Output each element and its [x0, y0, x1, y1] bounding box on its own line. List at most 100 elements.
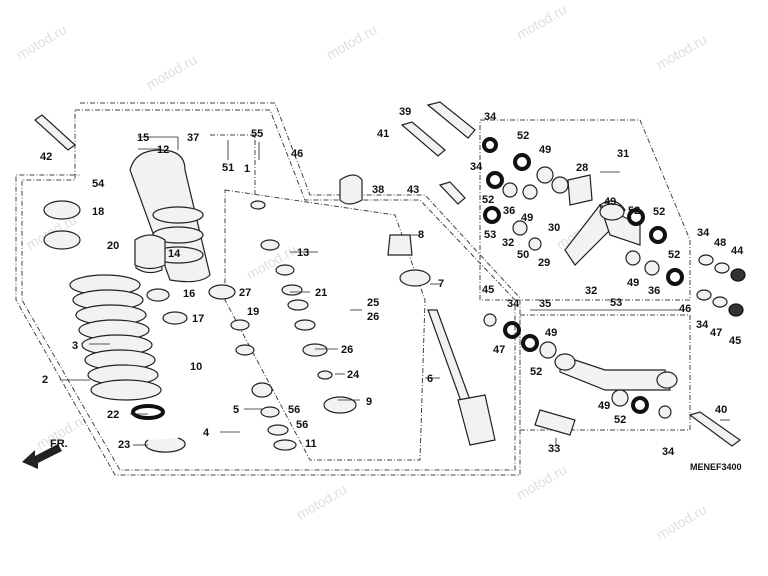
- front-direction-arrow: FR.: [22, 438, 68, 469]
- callout-52-a: 52: [517, 130, 529, 142]
- callout-45-a: 45: [482, 284, 494, 296]
- callout-30: 30: [548, 222, 560, 234]
- callout-54: 54: [92, 178, 105, 190]
- callout-5: 5: [233, 404, 239, 416]
- callout-46-b: 46: [679, 303, 691, 315]
- callout-18: 18: [92, 206, 104, 218]
- callout-12: 12: [157, 144, 169, 156]
- callout-26-b: 26: [341, 344, 353, 356]
- callout-1: 1: [244, 163, 250, 175]
- callout-28: 28: [576, 162, 588, 174]
- valve-stack: [134, 200, 357, 451]
- callout-24: 24: [347, 369, 360, 381]
- svg-text:motod.ru: motod.ru: [144, 51, 200, 92]
- callout-labels: 1 2 3 4 5 6 7 8 9 10 11 12 13 14 15 16 1…: [40, 106, 744, 458]
- callout-32-a: 32: [502, 237, 514, 249]
- shock-spring: [69, 274, 162, 401]
- callout-44: 44: [731, 245, 744, 257]
- callout-25: 25: [367, 297, 379, 309]
- callout-53-b: 53: [610, 297, 622, 309]
- callout-56-b: 56: [296, 419, 308, 431]
- callout-27: 27: [239, 287, 251, 299]
- callout-2: 2: [42, 374, 48, 386]
- callout-49-b: 49: [521, 212, 533, 224]
- callout-39: 39: [399, 106, 411, 118]
- callout-52-f: 52: [530, 366, 542, 378]
- callout-21: 21: [315, 287, 327, 299]
- callout-29: 29: [538, 257, 550, 269]
- callout-34-c: 34: [507, 298, 520, 310]
- callout-49-d: 49: [627, 277, 639, 289]
- callout-40: 40: [715, 404, 727, 416]
- callout-36-b: 36: [648, 285, 660, 297]
- callout-38: 38: [372, 184, 384, 196]
- callout-52-c: 52: [628, 205, 640, 217]
- callout-52-g: 52: [614, 414, 626, 426]
- bolts: [34, 101, 742, 447]
- callout-23: 23: [118, 439, 130, 451]
- callout-46-a: 46: [291, 148, 303, 160]
- callout-45-b: 45: [729, 335, 741, 347]
- callout-34-e: 34: [696, 319, 709, 331]
- callout-49-a: 49: [539, 144, 551, 156]
- callout-17: 17: [192, 313, 204, 325]
- callout-34-d: 34: [697, 227, 710, 239]
- callout-4: 4: [203, 427, 210, 439]
- callout-49-f: 49: [598, 400, 610, 412]
- callout-42: 42: [40, 151, 52, 163]
- callout-14: 14: [168, 248, 181, 260]
- reservoir-parts: [339, 174, 431, 287]
- callout-49-e: 49: [545, 327, 557, 339]
- callout-48: 48: [714, 237, 726, 249]
- callout-11: 11: [305, 438, 317, 450]
- callout-53-a: 53: [484, 229, 496, 241]
- spring-nuts: [43, 200, 186, 453]
- callout-52-b: 52: [482, 194, 494, 206]
- callout-49-c: 49: [604, 196, 616, 208]
- callout-35: 35: [539, 298, 551, 310]
- callout-55: 55: [251, 128, 263, 140]
- shock-link-arm: [564, 200, 641, 266]
- callout-34-b: 34: [470, 161, 483, 173]
- callout-33: 33: [548, 443, 560, 455]
- piston-rod: [427, 309, 496, 446]
- front-arrow-label: FR.: [50, 438, 68, 450]
- callout-10: 10: [190, 361, 202, 373]
- callout-3: 3: [72, 340, 78, 352]
- callout-50: 50: [517, 249, 529, 261]
- callout-51: 51: [222, 162, 234, 174]
- svg-text:motod.ru: motod.ru: [654, 31, 710, 72]
- callout-43: 43: [407, 184, 419, 196]
- assembly-outlines: [15, 102, 691, 476]
- callout-37: 37: [187, 132, 199, 144]
- callout-9: 9: [366, 396, 372, 408]
- callout-47-a: 47: [493, 344, 505, 356]
- callout-47-b: 47: [710, 327, 722, 339]
- svg-text:motod.ru: motod.ru: [514, 461, 570, 502]
- svg-text:motod.ru: motod.ru: [294, 481, 350, 522]
- callout-36-a: 36: [503, 205, 515, 217]
- watermark: motod.ru motod.ru motod.ru motod.ru moto…: [14, 1, 710, 542]
- callout-56-a: 56: [288, 404, 300, 416]
- leader-lines: [60, 136, 730, 446]
- callout-20: 20: [107, 240, 119, 252]
- callout-31: 31: [617, 148, 629, 160]
- callout-32-b: 32: [585, 285, 597, 297]
- callout-41: 41: [377, 128, 389, 140]
- callout-34-f: 34: [662, 446, 675, 458]
- svg-text:motod.ru: motod.ru: [514, 1, 570, 42]
- callout-19: 19: [247, 306, 259, 318]
- svg-text:motod.ru: motod.ru: [324, 21, 380, 62]
- callout-52-d: 52: [653, 206, 665, 218]
- callout-15: 15: [137, 132, 149, 144]
- callout-16: 16: [183, 288, 195, 300]
- svg-text:motod.ru: motod.ru: [654, 501, 710, 542]
- callout-52-e: 52: [668, 249, 680, 261]
- bearings-seals: [482, 137, 746, 436]
- callout-26-a: 26: [367, 311, 379, 323]
- callout-22: 22: [107, 409, 119, 421]
- callout-8: 8: [418, 229, 424, 241]
- callout-6: 6: [427, 373, 433, 385]
- connecting-rod: [554, 353, 678, 391]
